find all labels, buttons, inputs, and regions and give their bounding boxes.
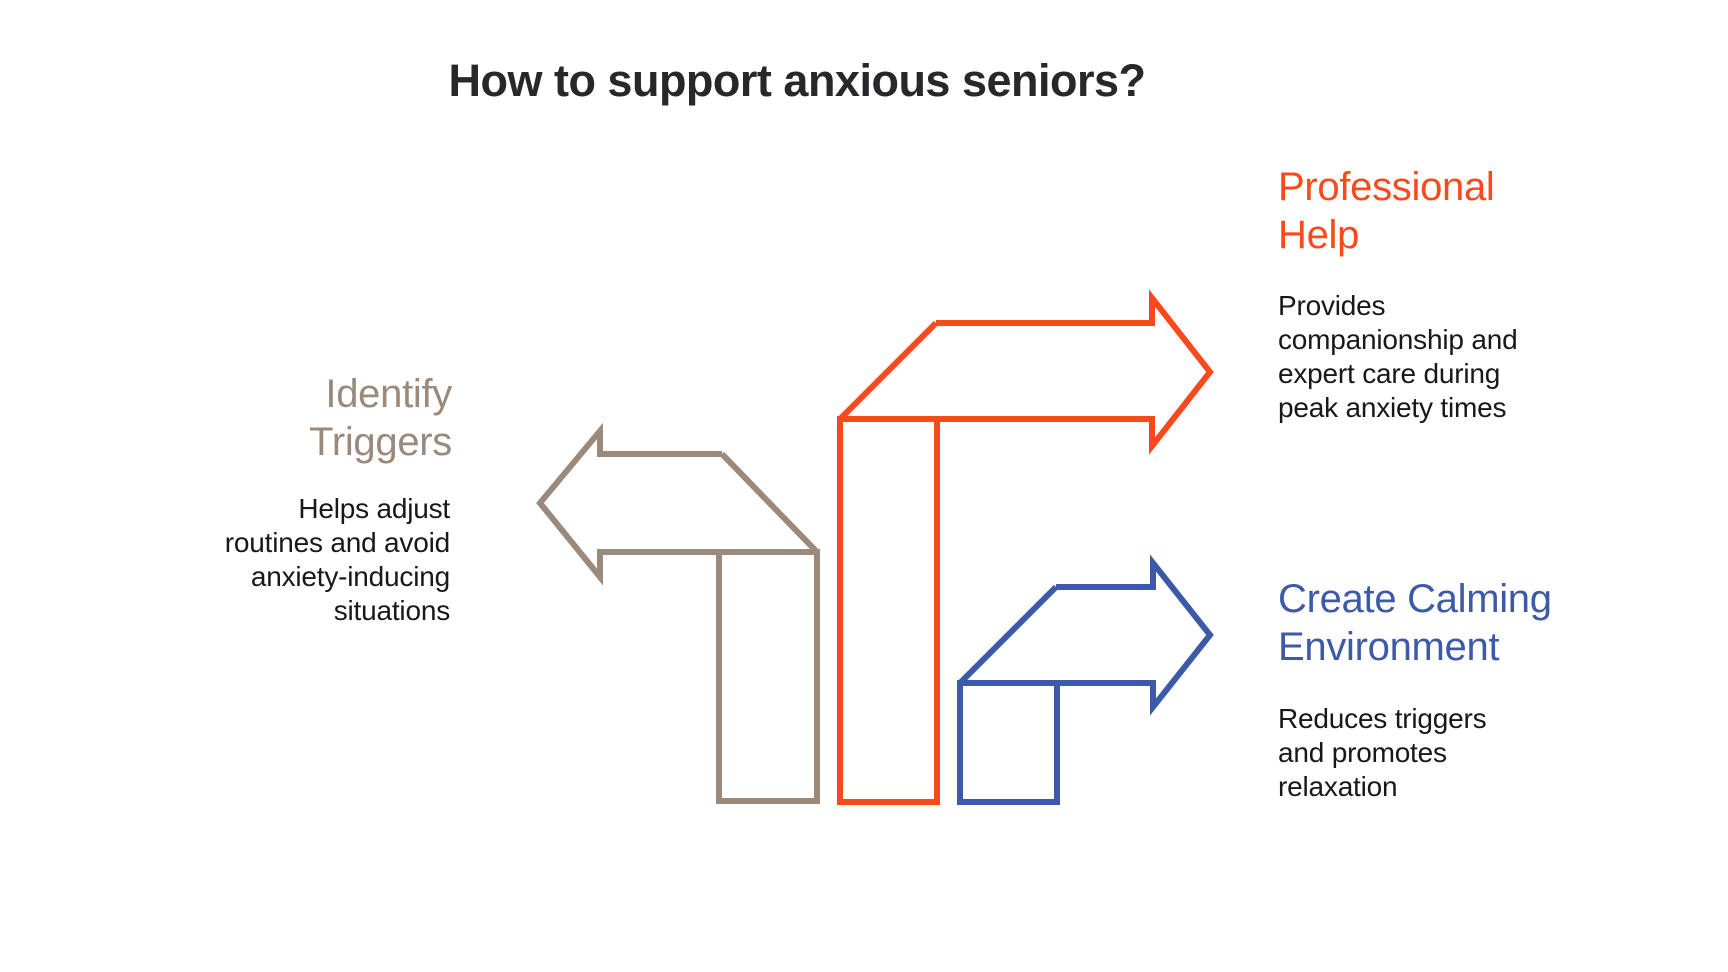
body-line: Reduces triggers <box>1278 703 1487 734</box>
body-line: companionship and <box>1278 324 1518 355</box>
body-line: Provides <box>1278 290 1386 321</box>
heading-line: Help <box>1278 213 1360 257</box>
heading-line: Professional <box>1278 165 1495 209</box>
body-line: routines and avoid <box>224 527 450 558</box>
heading-line: Environment <box>1278 625 1500 669</box>
body-line: relaxation <box>1278 771 1398 802</box>
heading-line: Identify <box>325 372 452 416</box>
page-title: How to support anxious seniors? <box>448 55 1146 106</box>
professional-help-arrow <box>837 289 1214 805</box>
heading-line: Triggers <box>309 420 452 464</box>
heading-line: Create Calming <box>1278 577 1552 621</box>
identify-triggers-description: Helps adjust routines and avoid anxiety-… <box>225 492 450 628</box>
professional-help-heading: Professional Help <box>1278 163 1495 259</box>
body-line: anxiety-inducing <box>250 561 450 592</box>
body-line: expert care during <box>1278 358 1501 389</box>
body-line: Helps adjust <box>298 493 450 524</box>
calming-environment-description: Reduces triggers and promotes relaxation <box>1278 702 1487 804</box>
calming-environment-arrow <box>957 554 1214 805</box>
body-line: and promotes <box>1278 737 1447 768</box>
body-line: situations <box>333 595 450 626</box>
identify-triggers-heading: Identify Triggers <box>309 370 452 466</box>
identify-triggers-arrow <box>536 422 820 804</box>
body-line: peak anxiety times <box>1278 392 1507 423</box>
professional-help-description: Provides companionship and expert care d… <box>1278 289 1518 425</box>
calming-environment-heading: Create Calming Environment <box>1278 575 1552 671</box>
